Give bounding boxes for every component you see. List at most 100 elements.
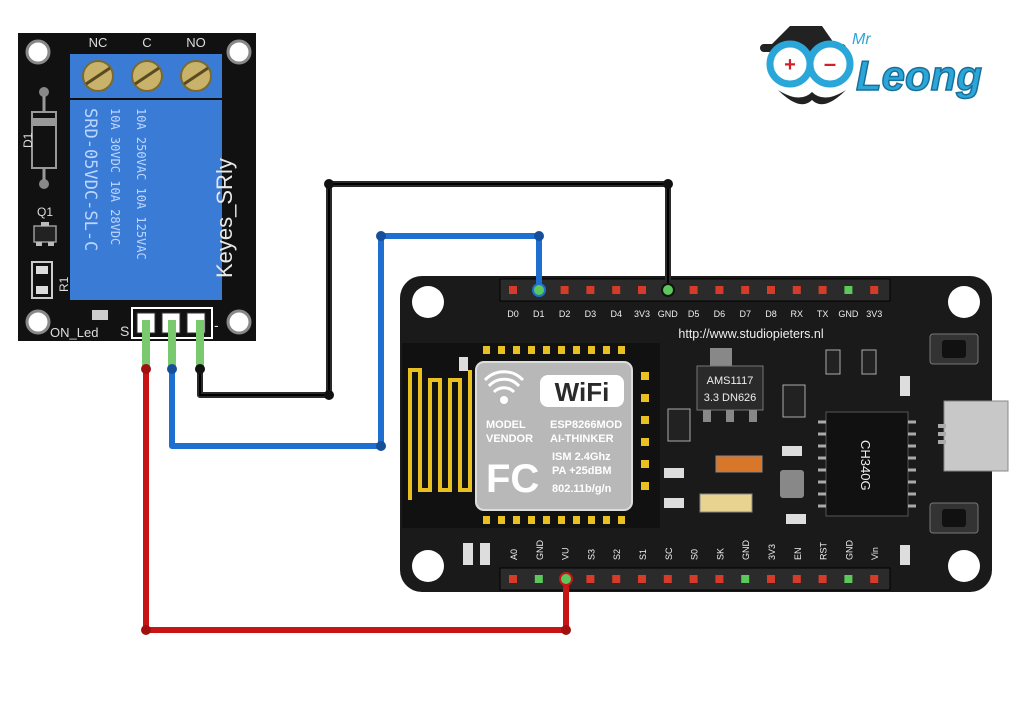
wire-joint [167,364,177,374]
wire-end-signal [168,320,176,366]
pin-label-sc: SC [664,547,674,560]
pin-3v3 [638,286,646,294]
model-value: ESP8266MOD [550,419,622,431]
wifi-icon [483,370,525,404]
pin-s0 [689,575,698,583]
pin-d4 [612,286,621,294]
d1-label: D1 [21,132,35,148]
pin-s3 [586,575,595,583]
pin-vin [870,575,879,583]
pin-label-en: EN [793,547,803,560]
relay-body [70,100,222,300]
smd-resistor [480,543,490,565]
reset-button[interactable] [929,502,979,534]
pin-d2 [560,286,569,294]
top-pins [509,286,879,294]
pin-label-gnd: GND [838,309,859,319]
esp8266-module: WiFi MODEL ESP8266MOD VENDOR AI-THINKER … [402,343,660,528]
wire-signal [169,233,542,449]
wire-joint [663,179,673,189]
wifi-badge [540,375,624,407]
minus-label: - [214,317,219,333]
diode-d1 [31,87,57,189]
regulator-model: AMS1117 [707,375,754,387]
pin-gnd [844,575,853,583]
smd-resistor [782,446,802,456]
screw-terminal [180,60,212,92]
pin-gnd [534,575,543,583]
pin-connection-d1 [532,283,546,297]
pin-label-d2: D2 [559,309,571,319]
pin-tx [818,286,827,294]
wire-joint [561,625,571,635]
mount-hole [25,39,51,65]
wire-joint [324,179,334,189]
wires [141,179,675,635]
pin-label-d5: D5 [688,309,700,319]
pin-label-gnd: GND [535,540,545,561]
pin-gnd [844,286,853,294]
pin-label-d8: D8 [765,309,777,319]
transistor-q1 [33,222,57,246]
pin-rst [818,575,827,583]
flash-button[interactable] [929,333,979,365]
pin-label-gnd: GND [741,540,751,561]
pin-label-3v3: 3V3 [767,544,777,560]
pin-sk [715,575,724,583]
smd-resistor [900,376,910,396]
pin-s1 [638,575,646,583]
relay-model: SRD-05VDC-SL-C [80,108,100,251]
pin-label-tx: TX [817,309,829,319]
pin-en [792,575,801,583]
svg-text:+: + [784,54,796,76]
wire-joint [376,231,386,241]
pin-d3 [586,286,595,294]
logo-name: Leong [856,52,982,99]
pin-label-d7: D7 [739,309,751,319]
pin-label-rst: RST [819,541,829,560]
capacitor [715,455,763,473]
smd-component [780,470,804,498]
fc-mark: FC [486,457,539,501]
pin-label-rx: RX [791,309,804,319]
mount-hole [412,550,444,582]
resistor-r1 [31,261,53,299]
pin-sc [663,575,672,583]
wire-gnd-core [199,183,669,396]
pin-connection-vu [559,572,573,586]
ch340g-chip [818,411,916,517]
wire-end-power [142,320,150,366]
pa-spec: PA +25dBM [552,465,612,477]
smd-resistor [900,545,910,565]
pin-rx [792,286,801,294]
relay-rating-1: 10A 250VAC 10A 125VAC [134,108,148,260]
vendor-label: VENDOR [486,433,533,445]
module-led [459,357,468,371]
wire-joint [141,364,151,374]
micro-usb-port[interactable] [938,400,1009,472]
pin-label-s0: S0 [690,549,700,560]
smd-resistor [664,498,684,508]
mount-hole [948,550,980,582]
smd-diode [861,349,877,375]
wire-joint [324,390,334,400]
pin-d7 [741,286,750,294]
mount-hole [412,286,444,318]
wire-power [143,337,569,633]
smd-diode [825,349,841,375]
terminal-c-label: C [142,35,151,50]
module-castellations [483,346,649,524]
pin-label-d1: D1 [533,309,545,319]
relay-module: NC C NO 10A 250VAC 10A 125VAC 10A 30VDC … [18,33,256,341]
pin-label-d6: D6 [714,309,726,319]
screw-terminal [82,60,114,92]
r1-label: R1 [57,276,71,292]
signal-label: S [120,323,129,339]
smd-resistor [786,514,806,524]
terminal-nc-label: NC [89,35,108,50]
pin-a0 [509,575,517,583]
wire-joint [534,231,544,241]
pin-label-gnd: GND [844,540,854,561]
